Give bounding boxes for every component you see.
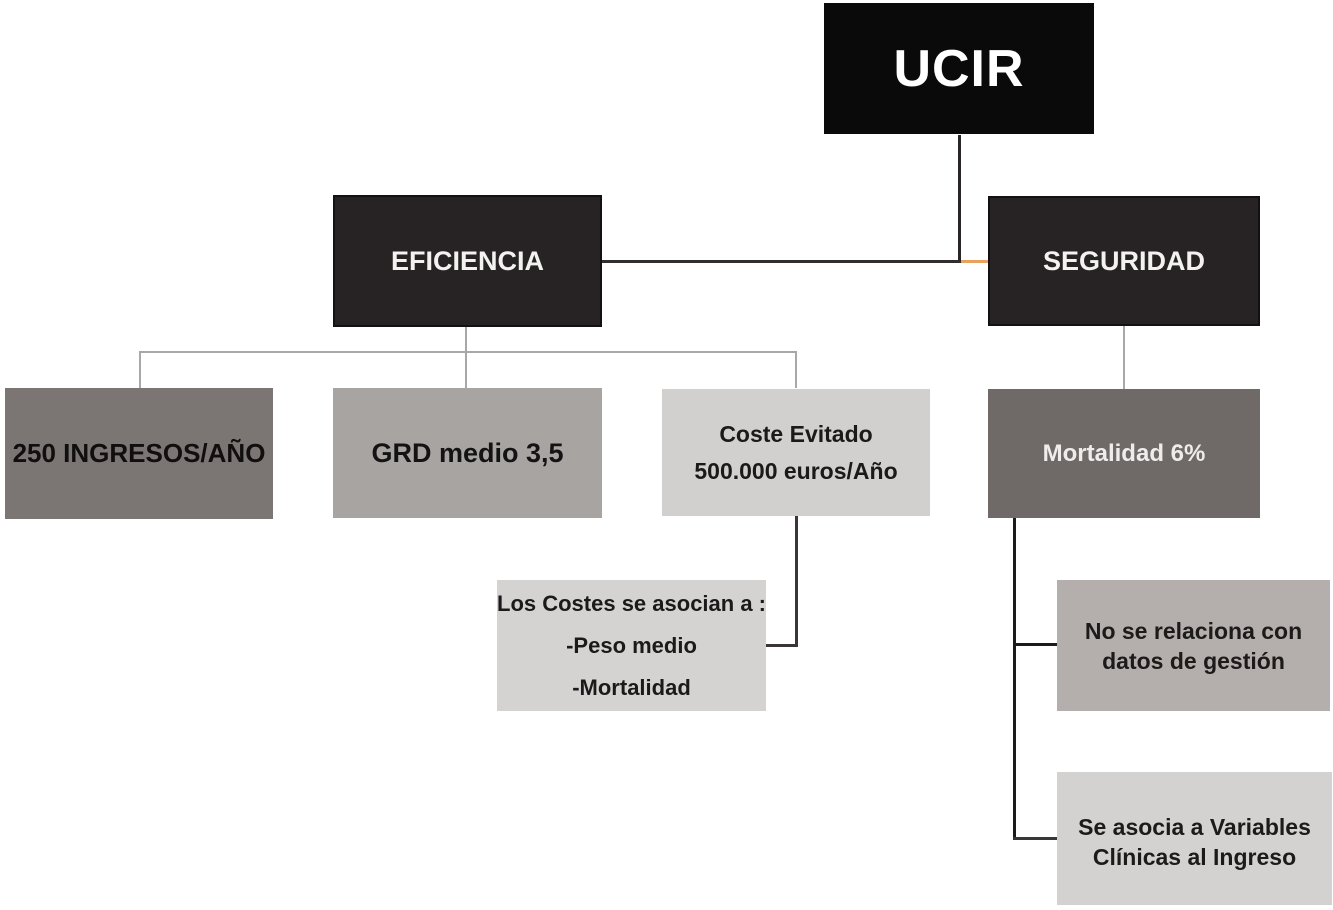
node-variables-clinicas-line1: Se asocia a Variables: [1078, 814, 1311, 840]
node-costes-asociados-line1: Los Costes se asocian a :: [497, 590, 766, 616]
connector-coste-elbow-horizontal: [766, 644, 798, 647]
node-ucir-label: UCIR: [893, 39, 1025, 98]
connector-ucir-to-seguridad-orange: [961, 260, 988, 263]
connector-mortalidad-spine: [1013, 518, 1016, 840]
connector-eficiencia-branch-bar: [139, 351, 797, 353]
node-no-relacion-line2: datos de gestión: [1102, 647, 1285, 674]
connector-ucir-vertical: [958, 135, 961, 263]
node-eficiencia: EFICIENCIA: [333, 195, 602, 327]
node-seguridad: SEGURIDAD: [988, 196, 1260, 326]
connector-drop-ingresos: [139, 351, 141, 388]
node-grd-medio: GRD medio 3,5: [333, 388, 602, 518]
node-grd-medio-label: GRD medio 3,5: [371, 437, 564, 468]
node-no-relacion-line1: No se relaciona con: [1084, 617, 1303, 644]
node-mortalidad: Mortalidad 6%: [988, 389, 1260, 518]
node-variables-clinicas: Se asocia a Variables Clínicas al Ingres…: [1057, 772, 1332, 905]
node-costes-asociados-line2: -Peso medio: [566, 632, 697, 658]
connector-eficiencia-vertical: [465, 327, 467, 388]
node-coste-evitado-line1: Coste Evitado: [719, 420, 873, 447]
node-coste-evitado: Coste Evitado 500.000 euros/Año: [662, 389, 930, 516]
node-ingresos-anio: 250 INGRESOS/AÑO: [5, 388, 273, 519]
node-costes-asociados-line3: -Mortalidad: [572, 674, 691, 700]
node-ingresos-anio-label: 250 INGRESOS/AÑO: [12, 438, 266, 468]
connector-drop-coste: [795, 351, 797, 388]
connector-ucir-to-eficiencia: [602, 260, 960, 263]
connector-coste-elbow-vertical: [795, 516, 798, 647]
node-seguridad-label: SEGURIDAD: [1042, 245, 1205, 276]
node-no-relacion-gestion: No se relaciona con datos de gestión: [1057, 580, 1330, 711]
node-eficiencia-label: EFICIENCIA: [390, 245, 544, 276]
connector-branch-no-relacion: [1013, 643, 1057, 646]
connector-branch-variables: [1013, 837, 1058, 840]
node-variables-clinicas-line2: Clínicas al Ingreso: [1092, 844, 1297, 870]
node-mortalidad-label: Mortalidad 6%: [1042, 439, 1206, 467]
node-ucir: UCIR: [824, 3, 1094, 134]
connector-seguridad-vertical: [1123, 326, 1125, 389]
node-coste-evitado-line2: 500.000 euros/Año: [694, 457, 898, 484]
node-costes-asociados: Los Costes se asocian a : -Peso medio -M…: [497, 580, 766, 711]
